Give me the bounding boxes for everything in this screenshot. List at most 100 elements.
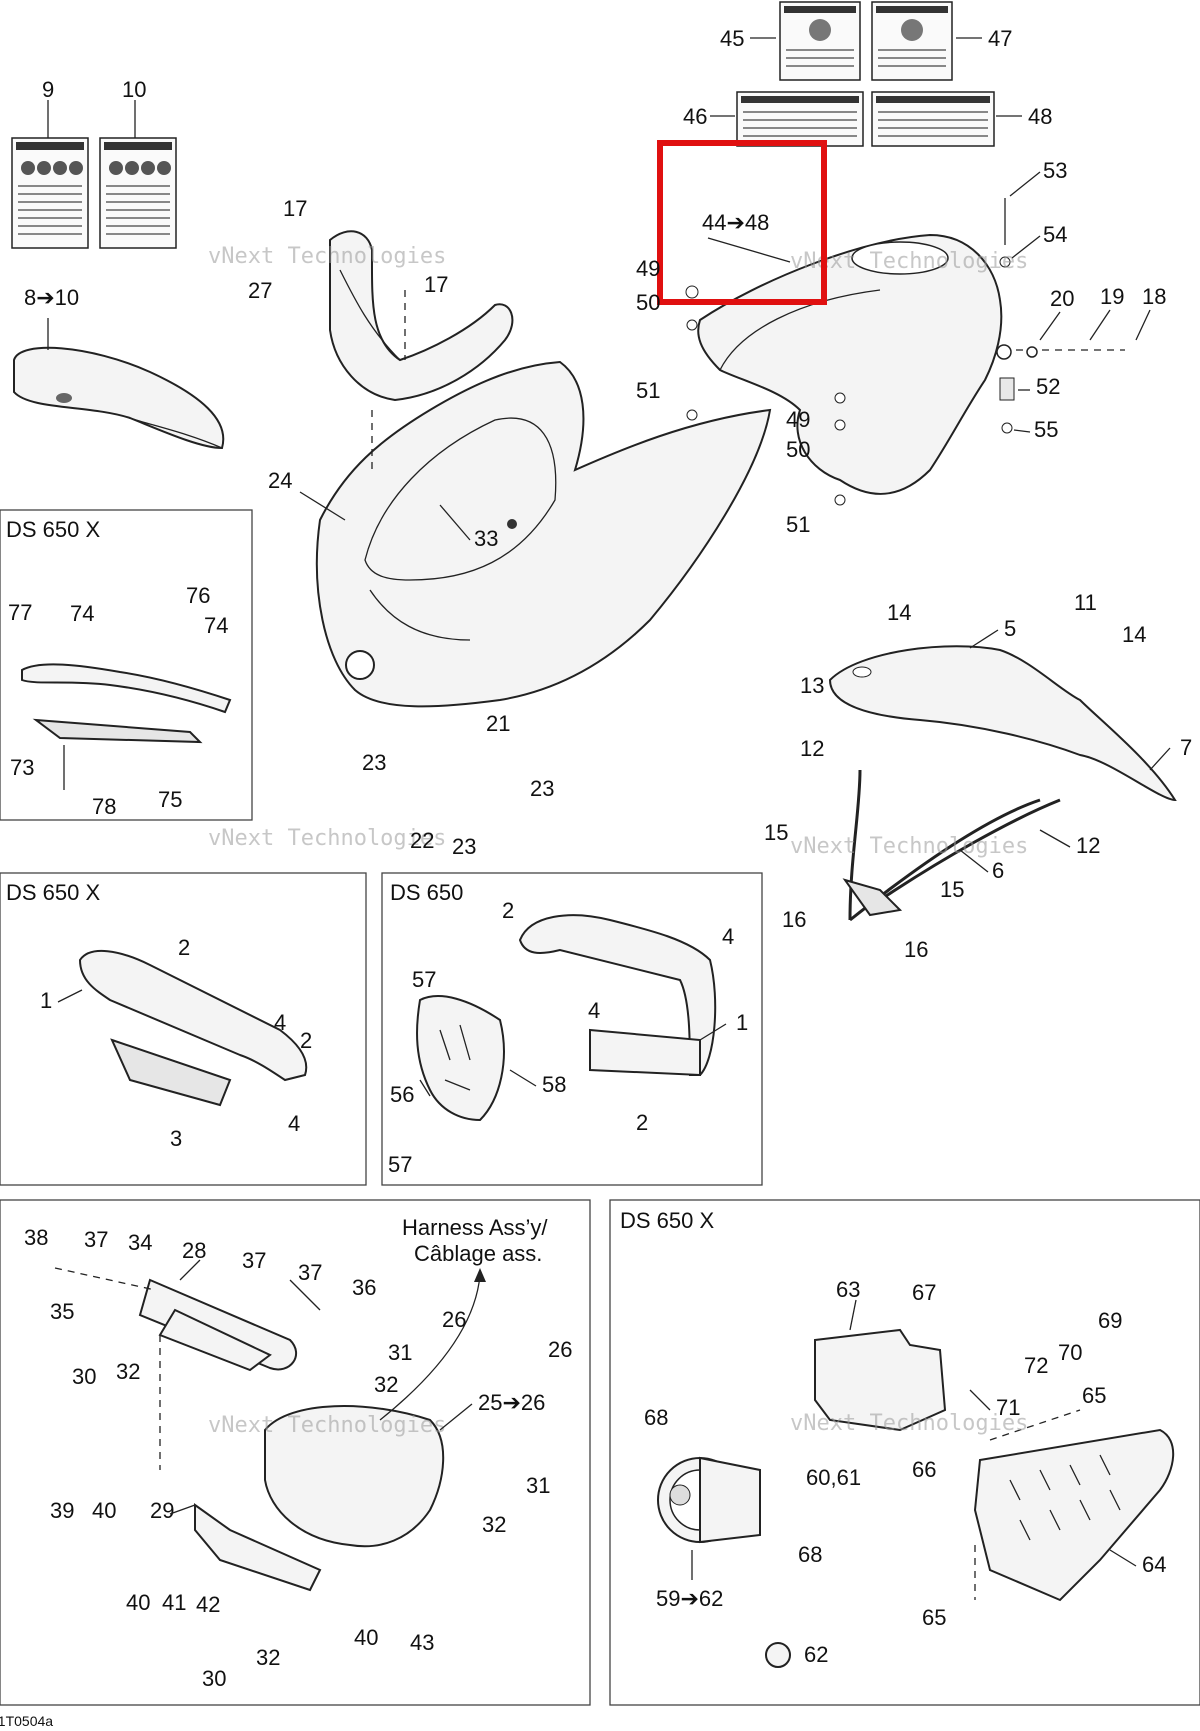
callout-68b: 68	[798, 1542, 822, 1567]
callout-4c: 4	[722, 924, 734, 949]
headlight-assembly-part	[657, 1456, 761, 1544]
callout-15b: 15	[940, 877, 964, 902]
svg-text:vNext Technologies: vNext Technologies	[208, 826, 446, 851]
callout-27: 27	[248, 278, 272, 303]
headlight-bracket-part	[138, 1278, 297, 1372]
warning-label-46	[736, 91, 864, 147]
watermark: vNext Technologies vNext Technologies vN…	[208, 244, 1028, 1438]
callout-60-61: 60,61	[806, 1465, 861, 1490]
callout-29: 29	[150, 1498, 174, 1523]
callout-4a: 4	[274, 1010, 286, 1035]
callout-14a: 14	[887, 600, 911, 625]
callout-6: 6	[992, 858, 1004, 883]
callout-31a: 31	[388, 1340, 412, 1365]
callout-31b: 31	[526, 1473, 550, 1498]
warning-label-10	[99, 137, 177, 249]
warning-label-48	[871, 91, 995, 147]
warning-label-47	[871, 1, 953, 81]
seat-part	[13, 346, 225, 450]
rear-fender-part	[828, 645, 1177, 802]
callout-72: 72	[1024, 1353, 1048, 1378]
light-bracket-63	[814, 1328, 947, 1432]
inset-title-bottom-right: DS 650 X	[620, 1208, 714, 1233]
callout-54: 54	[1043, 222, 1067, 247]
front-bumper-x-part	[78, 949, 308, 1107]
callout-19: 19	[1100, 284, 1124, 309]
callout-43: 43	[410, 1630, 434, 1655]
callout-14b: 14	[1122, 622, 1146, 647]
callout-32a: 32	[116, 1359, 140, 1384]
callout-65b: 65	[922, 1605, 946, 1630]
callout-65a: 65	[1082, 1383, 1106, 1408]
callout-26b: 26	[548, 1337, 572, 1362]
warning-label-45	[779, 1, 861, 81]
callout-24: 24	[268, 468, 292, 493]
callout-71: 71	[996, 1395, 1020, 1420]
callout-25-26: 25➔26	[478, 1390, 545, 1415]
headlight-mount-29-part	[194, 1503, 322, 1592]
svg-text:vNext Technologies: vNext Technologies	[790, 834, 1028, 859]
inset-box-mid-center	[381, 872, 763, 1186]
callout-50b: 50	[786, 437, 810, 462]
callout-50a: 50	[636, 290, 660, 315]
callout-26a: 26	[442, 1307, 466, 1332]
callout-23a: 23	[362, 750, 386, 775]
callout-45: 45	[720, 26, 744, 51]
callout-47: 47	[988, 26, 1012, 51]
inset-title-top-left: DS 650 X	[6, 517, 100, 542]
tow-hitch-part	[21, 663, 232, 790]
callout-20: 20	[1050, 286, 1074, 311]
svg-text:vNext Technologies: vNext Technologies	[790, 1411, 1028, 1436]
callout-32c: 32	[482, 1512, 506, 1537]
callout-74b: 74	[204, 613, 228, 638]
callout-30a: 30	[72, 1364, 96, 1389]
callout-40c: 40	[354, 1625, 378, 1650]
callout-37a: 37	[84, 1227, 108, 1252]
callout-33: 33	[474, 526, 498, 551]
callout-63: 63	[836, 1277, 860, 1302]
callout-labels: 45 47 46 48 9 10 8➔10 17 17 27 49 50 51 …	[8, 26, 1192, 1691]
headlight-lens-part	[264, 1405, 445, 1548]
callout-40a: 40	[92, 1498, 116, 1523]
callout-66: 66	[912, 1457, 936, 1482]
callout-73: 73	[10, 755, 34, 780]
warning-label-9	[11, 137, 89, 249]
callout-11: 11	[1074, 590, 1097, 615]
callout-51a: 51	[636, 378, 660, 403]
inset-box-bottom-right	[609, 1199, 1200, 1706]
callout-21: 21	[486, 711, 510, 736]
callout-2d: 2	[636, 1110, 648, 1135]
callout-22: 22	[410, 828, 434, 853]
callout-18: 18	[1142, 284, 1166, 309]
frame-tube-part	[842, 769, 1061, 922]
callout-32b: 32	[374, 1372, 398, 1397]
callout-41: 41	[162, 1590, 186, 1615]
callout-62: 62	[804, 1642, 828, 1667]
svg-text:vNext Technologies: vNext Technologies	[790, 249, 1028, 274]
callout-1b: 1	[736, 1010, 748, 1035]
callout-17a: 17	[283, 196, 307, 221]
callout-51b: 51	[786, 512, 810, 537]
callout-70: 70	[1058, 1340, 1082, 1365]
callout-42: 42	[196, 1592, 220, 1617]
callout-38: 38	[24, 1225, 48, 1250]
inset-box-bottom-left	[0, 1199, 591, 1706]
callout-2c: 2	[502, 898, 514, 923]
callout-23c: 23	[452, 834, 476, 859]
callout-34: 34	[128, 1230, 152, 1255]
callout-56: 56	[390, 1082, 414, 1107]
front-bumper-part	[518, 914, 717, 1077]
callout-64: 64	[1142, 1552, 1166, 1577]
callout-75: 75	[158, 787, 182, 812]
callout-69: 69	[1098, 1308, 1122, 1333]
callout-12a: 12	[800, 736, 824, 761]
callout-46: 46	[683, 104, 707, 129]
callout-12b: 12	[1076, 833, 1100, 858]
callout-13: 13	[800, 673, 824, 698]
callout-52: 52	[1036, 374, 1060, 399]
callout-68a: 68	[644, 1405, 668, 1430]
inset-box-mid-left	[0, 872, 367, 1186]
callout-5: 5	[1004, 616, 1016, 641]
callout-76: 76	[186, 583, 210, 608]
